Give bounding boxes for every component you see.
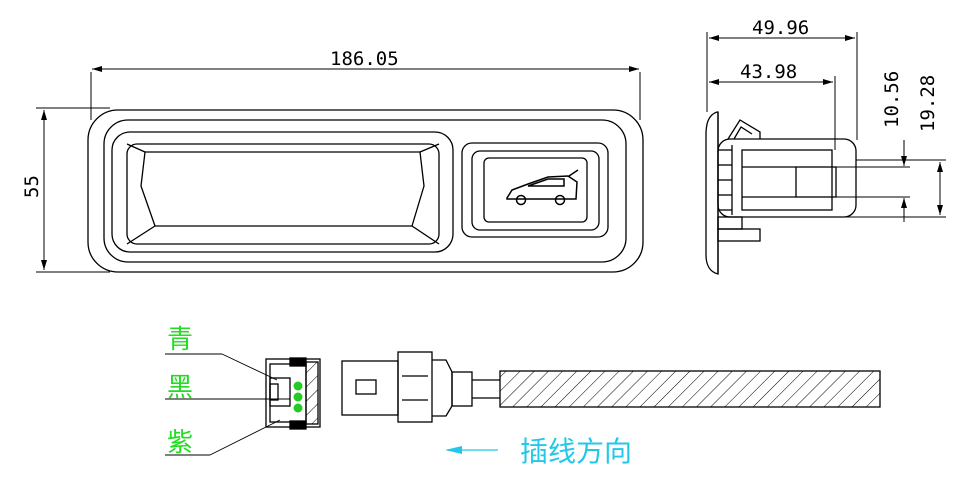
side-large-height-dimension: 19.28: [832, 75, 946, 218]
side-small-height-dimension: 10.56: [836, 71, 910, 222]
plug-connector: [341, 351, 500, 423]
insertion-direction: 插线方向: [445, 435, 632, 468]
tailgate-button: [461, 142, 609, 238]
insertion-direction-label: 插线方向: [520, 435, 632, 468]
overall-length-dimension: 186.05: [90, 48, 641, 120]
wire-labels: 青 黑 紫: [165, 325, 290, 458]
overall-length-value: 186.05: [330, 48, 399, 70]
mating-connector: [265, 357, 321, 430]
height-dimension: 55: [21, 107, 110, 273]
wire-label-middle: 黑: [167, 373, 193, 403]
side-body-depth-value: 43.98: [740, 61, 797, 83]
side-view: 49.96 43.98 10.56 19.28: [705, 17, 946, 275]
front-view: 186.05 55: [21, 48, 644, 273]
wire-label-bottom: 紫: [167, 428, 193, 458]
pin-bottom: [293, 403, 303, 413]
wire-label-top: 青: [167, 325, 193, 355]
side-flange: [705, 111, 719, 275]
side-total-depth-dimension: 49.96: [706, 17, 858, 140]
side-body-depth-dimension: 43.98: [709, 61, 836, 150]
side-body: [717, 138, 857, 218]
side-total-depth-value: 49.96: [752, 17, 809, 39]
cable-harness: [499, 370, 881, 408]
car-tailgate-icon: [506, 169, 579, 206]
side-small-height-value: 10.56: [881, 71, 903, 128]
pin-top: [293, 381, 303, 391]
height-value: 55: [21, 175, 43, 198]
side-large-height-value: 19.28: [917, 75, 939, 132]
pin-middle: [293, 392, 303, 402]
connector-assembly: [265, 351, 881, 430]
housing-inner: [103, 119, 627, 263]
handle-recess: [111, 131, 454, 253]
housing-outer: [87, 109, 644, 273]
